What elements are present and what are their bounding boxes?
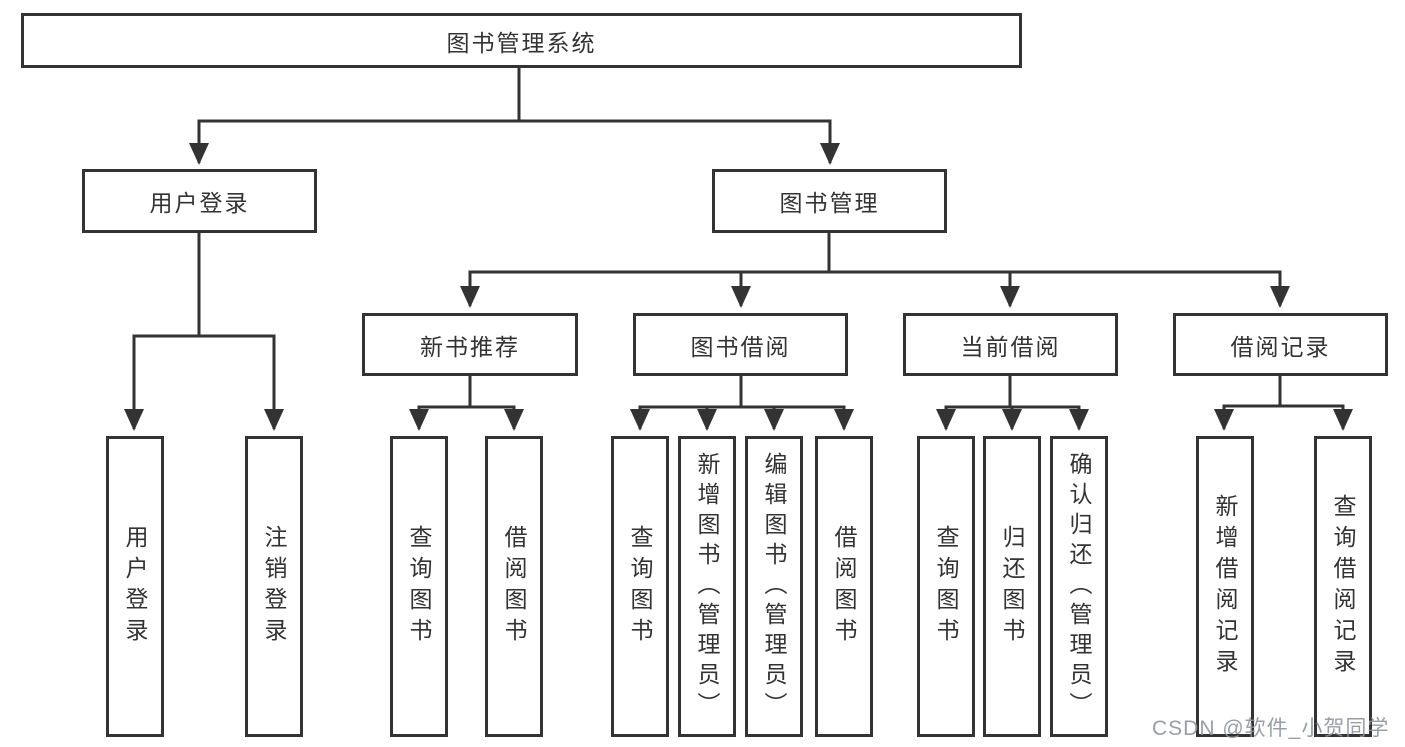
node-label: 借阅记录: [1230, 333, 1331, 360]
node-label: 新书推荐: [420, 333, 520, 360]
connector-group-borrow-record: [1214, 376, 1353, 431]
node-label: 归还图书: [999, 524, 1025, 649]
node-label: 查询图书: [933, 524, 959, 649]
node-current-borrow: 当前借阅: [903, 313, 1118, 376]
connector-group-current-borrow: [936, 376, 1089, 431]
node-return-book: 归还图书: [983, 436, 1041, 737]
node-user-login: 用户登录: [82, 169, 317, 233]
connector-group-book-mgmt: [460, 233, 1290, 308]
node-library-system: 图书管理系统: [21, 13, 1022, 68]
node-edit-book-admin: 编辑图书（管理员）: [745, 436, 803, 737]
node-label: 用户登录: [149, 190, 250, 216]
node-borrow-book-newrec: 借阅图书: [485, 436, 543, 737]
node-confirm-return-admin: 确认归还（管理员）: [1050, 436, 1108, 737]
node-label: 查询图书: [406, 524, 432, 649]
node-query-borrow-record: 查询借阅记录: [1314, 436, 1372, 737]
connector-group-book-borrow: [630, 376, 854, 431]
connector-group-root: [189, 68, 840, 165]
node-query-book-current: 查询图书: [917, 436, 975, 737]
node-label: 借阅图书: [831, 524, 857, 649]
node-label: 查询借阅记录: [1330, 493, 1356, 680]
node-book-management: 图书管理: [712, 169, 947, 233]
node-label: 图书管理: [779, 190, 880, 216]
node-label: 确认归还（管理员）: [1066, 451, 1092, 722]
node-user-login-action: 用户登录: [106, 436, 164, 737]
connector-group-user-login: [124, 233, 284, 431]
node-label: 图书借阅: [690, 333, 791, 360]
node-borrow-book-action: 借阅图书: [815, 436, 873, 737]
node-label: 查询图书: [627, 524, 653, 649]
node-add-book-admin: 新增图书（管理员）: [678, 436, 736, 737]
node-new-book-recommend: 新书推荐: [362, 313, 578, 376]
node-label: 图书管理系统: [446, 29, 597, 56]
node-label: 新增图书（管理员）: [694, 451, 720, 722]
node-query-book-borrow: 查询图书: [611, 436, 669, 737]
node-label: 当前借阅: [960, 333, 1061, 360]
node-book-borrow: 图书借阅: [633, 313, 848, 376]
node-label: 借阅图书: [501, 524, 527, 649]
node-label: 注销登录: [261, 524, 287, 649]
node-label: 用户登录: [122, 524, 148, 649]
node-label: 新增借阅记录: [1212, 493, 1238, 680]
node-label: 编辑图书（管理员）: [761, 451, 787, 722]
node-logout-action: 注销登录: [245, 436, 303, 737]
node-add-borrow-record: 新增借阅记录: [1196, 436, 1254, 737]
node-query-book-newrec: 查询图书: [390, 436, 448, 737]
node-borrow-record: 借阅记录: [1173, 313, 1388, 376]
connector-group-new-book: [409, 376, 524, 431]
csdn-watermark: CSDN @软件_小贺同学: [1152, 717, 1390, 740]
